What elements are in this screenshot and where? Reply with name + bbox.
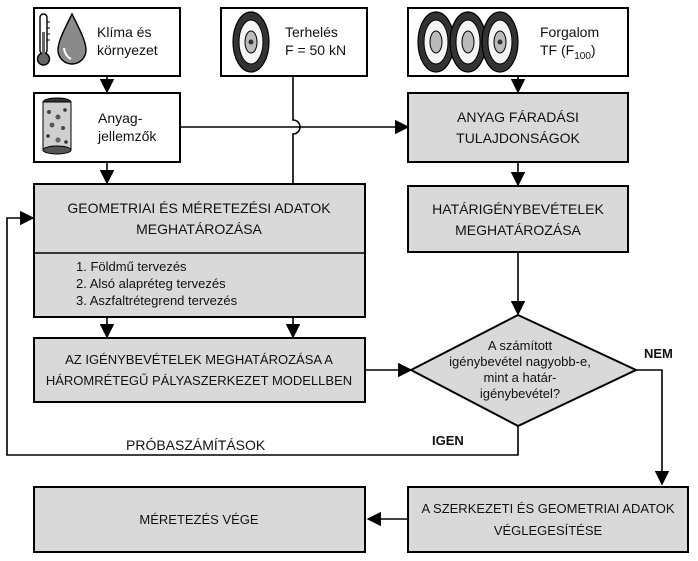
material-box: Anyag- jellemzők [33,92,181,163]
limit-box: HATÁRIGÉNYBEVÉTELEK MEGHATÁROZÁSA [407,185,629,253]
traffic-tf-subscript: 100 [574,51,591,62]
tire-icon [481,11,519,73]
stress-label-line2: HÁROMRÉTEGŰ PÁLYASZERKEZET MODELLBEN [46,373,352,388]
edge-label-no: NEM [644,346,673,361]
decision-label-line3: mint a határ- [484,370,557,385]
traffic-tf-close: ) [591,42,596,58]
fatigue-label-line1: ANYAG FÁRADÁSI [457,109,579,125]
geometry-label-line1: GEOMETRIAI ÉS MÉRETEZÉSI ADATOK [67,200,331,216]
geometry-step-3: 3. Aszfaltrétegrend tervezés [76,293,238,308]
geometry-step-2: 2. Alsó alapréteg tervezés [76,276,226,291]
stress-label-line1: AZ IGÉNYBEVÉTELEK MEGHATÁROZÁSA A [65,352,333,367]
end-label: MÉRETEZÉS VÉGE [139,512,259,527]
decision-label-line1: A számított [488,338,553,353]
climate-label-line1: Klíma és [97,24,151,40]
traffic-label-line2: TF (F100) [540,42,596,62]
traffic-label-line1: Forgalom [540,24,599,40]
connector-decision-no [636,369,670,486]
thermometer-icon [36,13,51,66]
tire-icon [449,11,487,73]
connector-decision-yes-loop [6,210,519,456]
stress-box: AZ IGÉNYBEVÉTELEK MEGHATÁROZÁSA A HÁROMR… [33,337,366,403]
tire-icon [417,11,455,73]
load-box: Terhelés F = 50 kN [220,7,368,77]
finalize-box: A SZERKEZETI ÉS GEOMETRIAI ADATOK VÉGLEG… [407,486,689,553]
finalize-label-line1: A SZERKEZETI ÉS GEOMETRIAI ADATOK [421,501,674,516]
limit-label-line2: MEGHATÁROZÁSA [455,222,581,238]
limit-label-line1: HATÁRIGÉNYBEVÉTELEK [432,201,604,217]
decision-diamond: A számított igénybevétel nagyobb-e, mint… [408,313,639,428]
fatigue-label-line2: TULAJDONSÁGOK [456,130,580,146]
material-sample-icon [42,97,72,155]
climate-box: Klíma és környezet [33,7,181,77]
geometry-step-1: 1. Földmű tervezés [76,259,187,274]
fatigue-box: ANYAG FÁRADÁSI TULAJDONSÁGOK [407,92,629,163]
material-label-line2: jellemzők [97,128,157,144]
material-label-line1: Anyag- [98,110,143,126]
decision-label-line4: igénybevétel? [480,386,560,401]
edge-label-trials: PRÓBASZÁMÍTÁSOK [126,437,266,453]
connectors [6,76,670,527]
water-drop-icon [57,12,87,65]
edge-label-yes: IGEN [432,433,464,448]
decision-label-line2: igénybevétel nagyobb-e, [449,354,591,369]
geometry-label-line2: MEGHATÁROZÁSA [136,221,262,237]
load-label-line2: F = 50 kN [285,42,346,58]
climate-label-line2: környezet [97,42,158,58]
finalize-label-line2: VÉGLEGESÍTÉSE [494,523,603,538]
tire-icon [232,11,270,73]
end-box: MÉRETEZÉS VÉGE [33,486,366,553]
traffic-box: Forgalom TF (F100) [407,7,629,77]
traffic-tf-text: TF (F [540,42,574,58]
connector-load-geometry [292,76,301,183]
geometry-box: GEOMETRIAI ÉS MÉRETEZÉSI ADATOK MEGHATÁR… [33,183,366,318]
load-label-line1: Terhelés [285,24,338,40]
